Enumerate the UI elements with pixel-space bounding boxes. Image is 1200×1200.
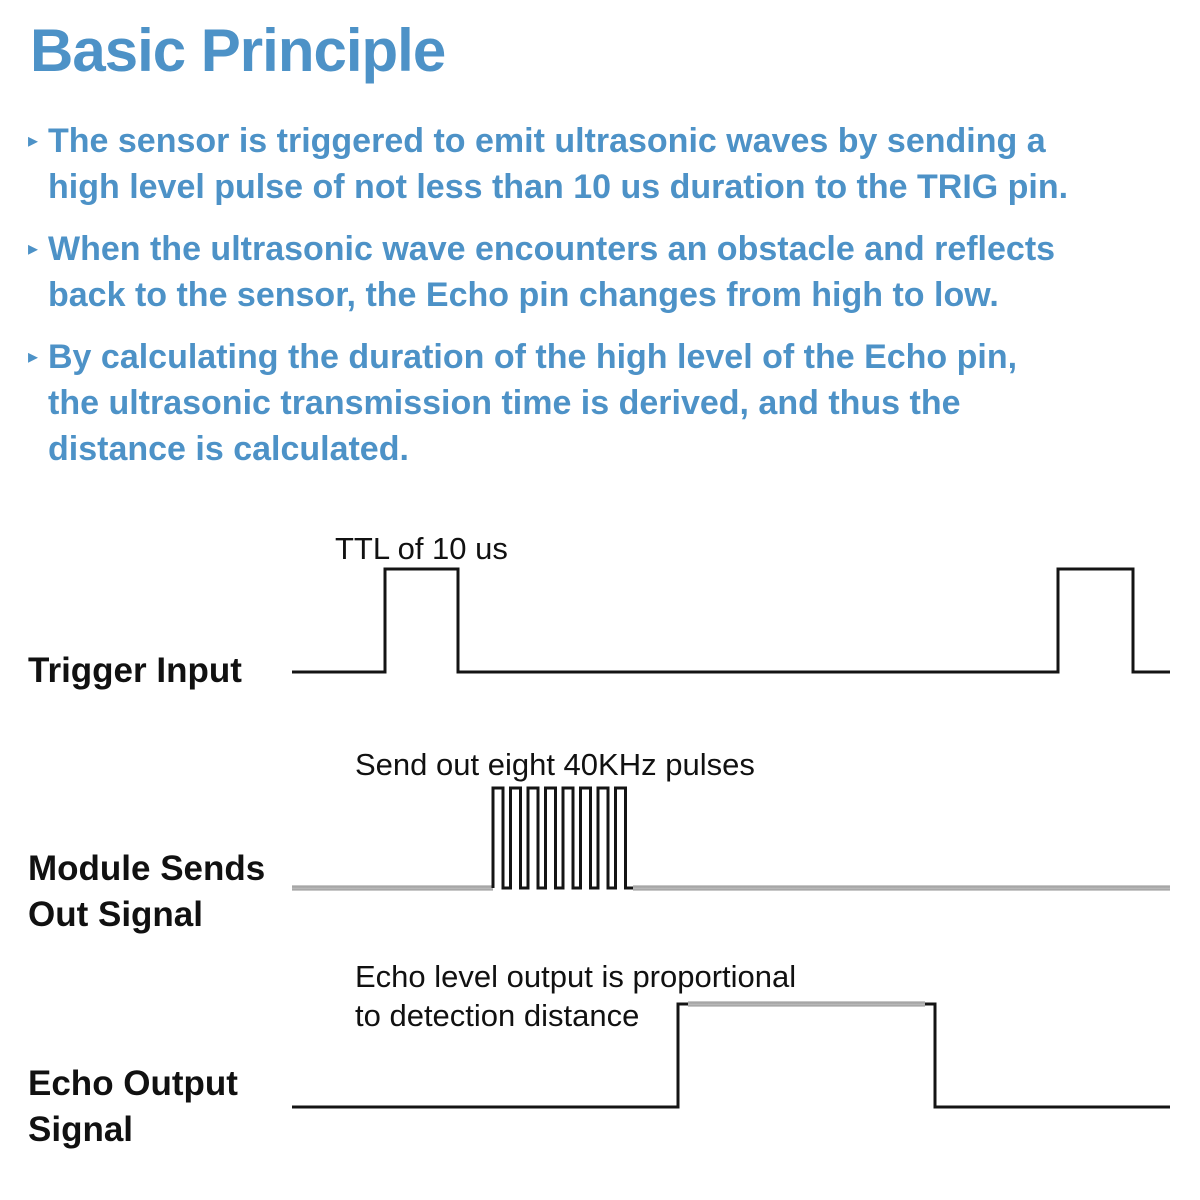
module-signal-label-line: Out Signal [28, 895, 203, 934]
bullet-text-line: distance is calculated. [48, 430, 409, 468]
bullet-text: By calculating the duration of the high … [48, 334, 1017, 472]
echo-annotation: Echo level output is proportional to det… [355, 957, 796, 1035]
module-signal-label: Module Sends Out Signal [28, 846, 265, 938]
bullet-text-line: By calculating the duration of the high … [48, 338, 1018, 376]
bullet-text: The sensor is triggered to emit ultrason… [48, 118, 1068, 210]
bullet-text-line: When the ultrasonic wave encounters an o… [48, 230, 1056, 268]
bullet-item: ▸ By calculating the duration of the hig… [28, 334, 1188, 472]
triangle-bullet-icon: ▸ [28, 130, 39, 152]
module-annotation: Send out eight 40KHz pulses [355, 747, 755, 782]
trigger-annotation: TTL of 10 us [335, 531, 508, 566]
bullet-text-line: the ultrasonic transmission time is deri… [48, 384, 961, 422]
module-baseline-right [633, 885, 1170, 891]
bullet-list: ▸ The sensor is triggered to emit ultras… [28, 118, 1188, 488]
trigger-input-waveform [292, 567, 1170, 674]
echo-signal-label-line: Signal [28, 1110, 134, 1149]
bullet-text-line: high level pulse of not less than 10 us … [48, 168, 1069, 206]
trigger-signal-label: Trigger Input [28, 651, 242, 690]
bullet-item: ▸ The sensor is triggered to emit ultras… [28, 118, 1188, 210]
page-title: Basic Principle [30, 17, 446, 84]
bullet-text: When the ultrasonic wave encounters an o… [48, 226, 1055, 318]
echo-signal-label: Echo Output Signal [28, 1061, 238, 1153]
echo-annotation-line: Echo level output is proportional [355, 959, 797, 994]
bullet-text-line: back to the sensor, the Echo pin changes… [48, 276, 999, 314]
module-signal-label-line: Module Sends [28, 849, 266, 888]
bullet-item: ▸ When the ultrasonic wave encounters an… [28, 226, 1188, 318]
echo-pulse-top-highlight [688, 1001, 925, 1007]
triangle-bullet-icon: ▸ [28, 238, 39, 260]
triangle-bullet-icon: ▸ [28, 346, 39, 368]
echo-signal-label-line: Echo Output [28, 1064, 238, 1103]
echo-annotation-line: to detection distance [355, 998, 640, 1033]
module-baseline-left [292, 885, 493, 891]
bullet-text-line: The sensor is triggered to emit ultrason… [48, 122, 1046, 160]
module-burst-waveform [491, 786, 633, 890]
